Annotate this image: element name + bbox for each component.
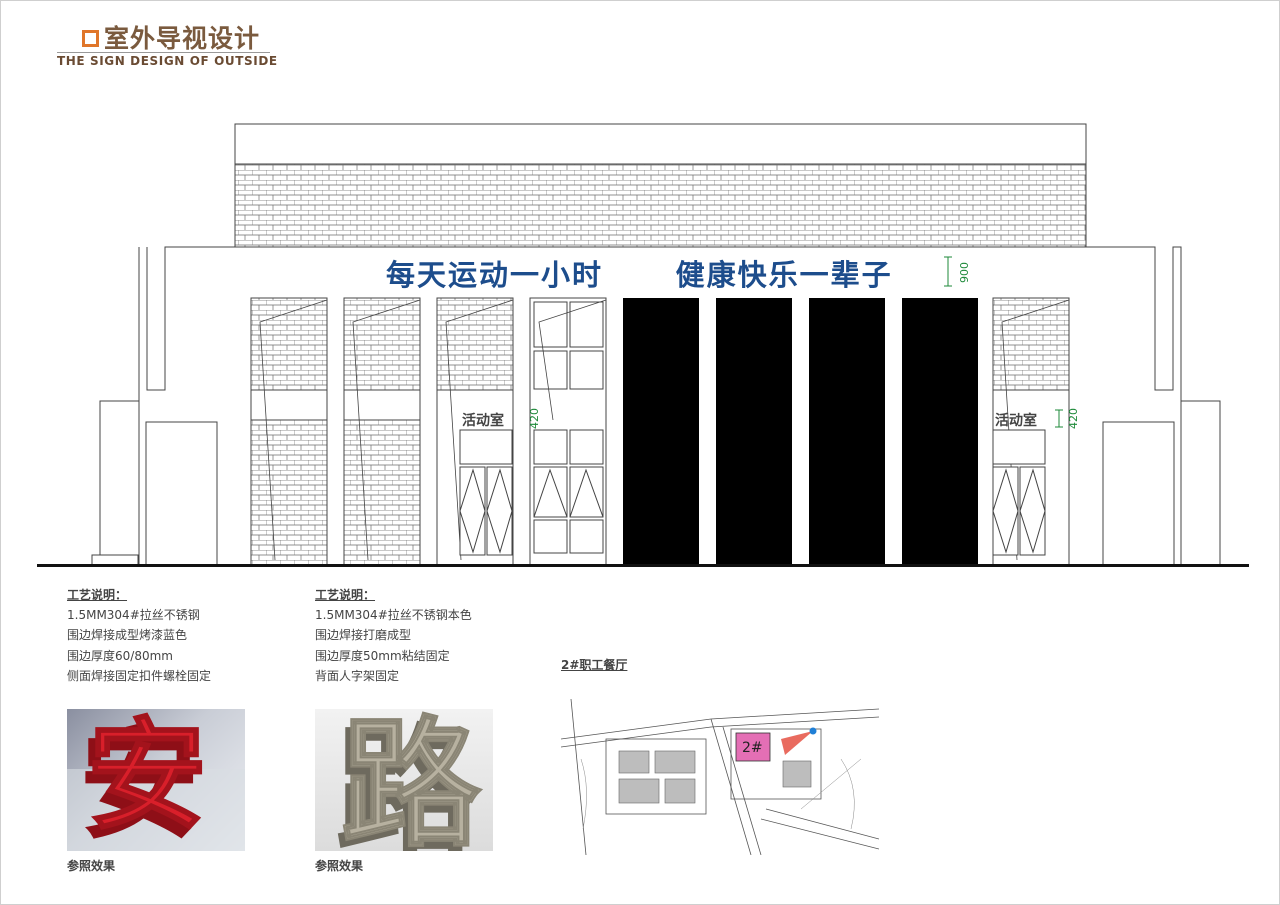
room-sign-dimension-left: 420	[528, 408, 541, 429]
process-note-line: 围边焊接打磨成型	[315, 628, 412, 642]
header-divider	[57, 52, 270, 53]
header-square-icon	[82, 30, 99, 47]
page-subtitle: THE SIGN DESIGN OF OUTSIDE	[57, 54, 278, 68]
viewpoint-marker-icon	[809, 727, 817, 735]
process-note-line: 1.5MM304#拉丝不锈钢本色	[315, 608, 472, 622]
building-label: 2#	[742, 740, 763, 756]
process-note-line: 侧面焊接固定扣件螺栓固定	[67, 669, 212, 683]
red-metal-letter-photo: 安 安	[67, 709, 245, 851]
site-plan-map: 2#	[561, 699, 879, 855]
reference-label: 参照效果	[315, 859, 364, 873]
facade-elevation	[37, 123, 1249, 567]
room-sign-right: 活动室	[995, 413, 1037, 429]
room-sign-left: 活动室	[462, 413, 504, 429]
photo-letter-shadow: 安	[79, 715, 199, 851]
process-note-line: 围边焊接成型烤漆蓝色	[67, 628, 188, 642]
slogan-sign: 每天运动一小时 健康快乐一辈子	[386, 258, 893, 292]
process-note-title: 工艺说明：	[67, 588, 128, 602]
room-sign-dimension-right: 420	[1067, 408, 1080, 429]
view-cone-icon	[781, 731, 813, 755]
process-note-line: 围边厚度60/80mm	[67, 649, 173, 663]
process-note-line: 1.5MM304#拉丝不锈钢	[67, 608, 200, 622]
process-note-line: 背面人字架固定	[315, 669, 400, 683]
slogan-height-dimension: 900	[958, 262, 971, 283]
site-plan-title: 2#职工餐厅	[561, 658, 628, 672]
steel-metal-letter-photo: 路 路	[315, 709, 493, 851]
highlighted-building	[735, 732, 771, 762]
photo-letter: 路	[341, 709, 482, 851]
page-title: 室外导视设计	[104, 24, 261, 53]
process-note-line: 围边厚度50mm粘结固定	[315, 649, 450, 663]
photo-letter-shadow: 路	[335, 711, 476, 851]
process-note-title: 工艺说明：	[315, 588, 376, 602]
reference-label: 参照效果	[67, 859, 116, 873]
photo-letter: 安	[87, 709, 207, 846]
